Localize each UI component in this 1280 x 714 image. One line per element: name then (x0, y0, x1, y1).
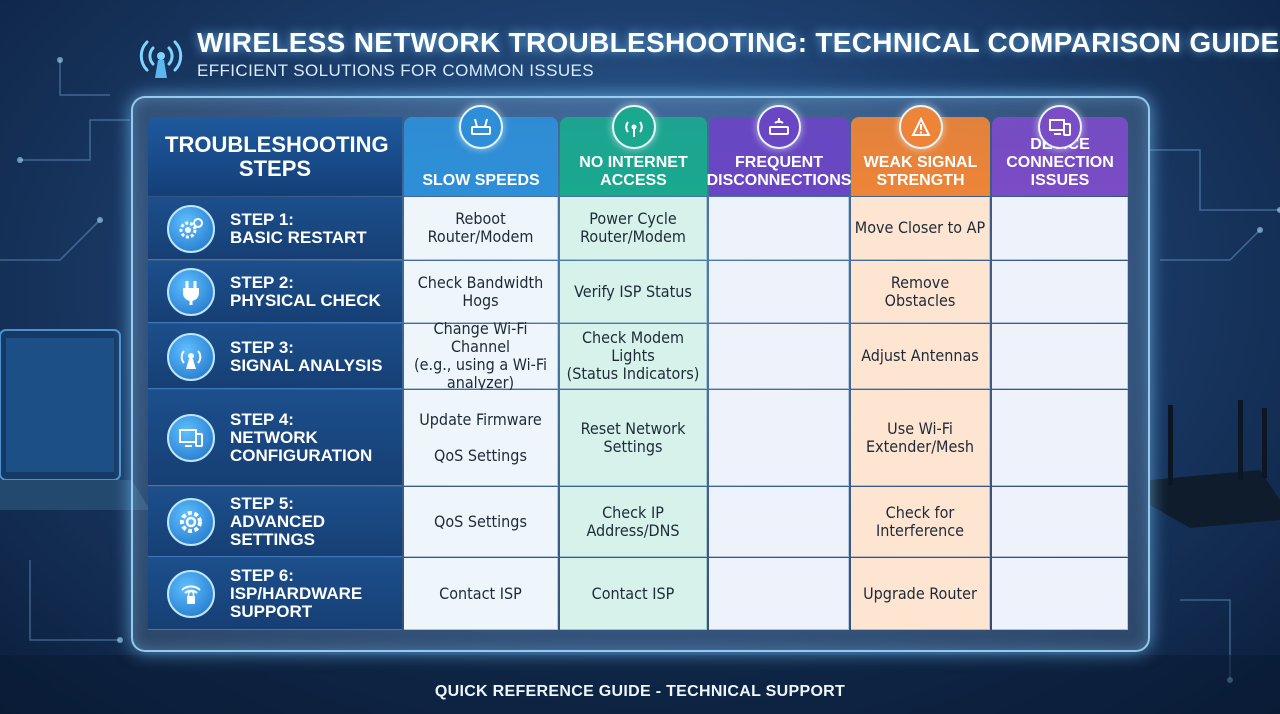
header: WIRELESS NETWORK TROUBLESHOOTING: TECHNI… (133, 26, 1279, 86)
table-cell-text: Contact ISP (591, 583, 675, 603)
table-cell (992, 261, 1128, 323)
table-cell (992, 390, 1128, 486)
table-cell-text: Change Wi-Fi Channel (e.g., using a Wi-F… (414, 319, 547, 392)
page-subtitle: EFFICIENT SOLUTIONS FOR COMMON ISSUES (197, 61, 595, 80)
table-cell: Power Cycle Router/Modem (560, 197, 707, 260)
table-cell (709, 197, 849, 260)
table-cell: Update Firmware QoS Settings (404, 390, 558, 486)
step-label: STEP 1: BASIC RESTART (230, 209, 367, 247)
table-cell: Reboot Router/Modem (404, 197, 558, 260)
table-cell: Contact ISP (404, 558, 558, 630)
steps-header-label: TROUBLESHOOTING STEPS (165, 131, 389, 181)
step-label: STEP 6: ISP/HARDWARE SUPPORT (230, 566, 363, 621)
gears-icon (167, 204, 215, 253)
table-cell: QoS Settings (404, 487, 558, 557)
step-row-6: STEP 6: ISP/HARDWARE SUPPORT (148, 558, 402, 630)
router-illustration (1150, 400, 1280, 528)
table-cell (709, 390, 849, 486)
table-cell-text: Use Wi-Fi Extender/Mesh (866, 418, 974, 456)
table-cell-text: Reboot Router/Modem (427, 209, 534, 246)
steps-header: TROUBLESHOOTING STEPS (148, 117, 402, 196)
column-header-1: SLOW SPEEDS (404, 105, 558, 196)
table-cell: Change Wi-Fi Channel (e.g., using a Wi-F… (404, 320, 558, 392)
table-cell (992, 487, 1128, 557)
table-cell-text: Contact ISP (439, 583, 522, 603)
wifi-lock-icon (167, 570, 215, 618)
table-cell-text: Power Cycle Router/Modem (580, 209, 686, 246)
table-cell: Contact ISP (560, 558, 707, 630)
monitor-devices-icon (167, 414, 215, 462)
table-cell-text: Check Bandwidth Hogs (417, 272, 544, 310)
wifi-tower-icon (139, 40, 183, 78)
antenna-warning-icon (898, 105, 943, 149)
page-title: WIRELESS NETWORK TROUBLESHOOTING: TECHNI… (197, 27, 1280, 58)
column-header-label: SLOW SPEEDS (422, 172, 540, 189)
table-cell: Adjust Antennas (851, 324, 990, 389)
router-icon (459, 105, 503, 149)
column-header-2: NO INTERNET ACCESS (560, 105, 707, 196)
column-header-label: FREQUENT DISCONNECTIONS (706, 154, 852, 189)
table-cell-text: Upgrade Router (863, 583, 977, 603)
laptop-illustration (0, 329, 150, 510)
table-cell-text: Move Closer to AP (854, 218, 986, 237)
table-cell (992, 197, 1128, 260)
table-cell-text: Check for Interference (875, 502, 965, 540)
table-cell-text: Check Modem Lights (Status Indicators) (566, 328, 700, 383)
gear-icon (167, 498, 215, 546)
table-cell: Check Modem Lights (Status Indicators) (560, 324, 707, 389)
table-cell-text: Reset Network Settings (580, 418, 686, 456)
step-row-4: STEP 4: NETWORK CONFIGURATION (148, 390, 402, 486)
table-cell: Check Bandwidth Hogs (404, 261, 558, 323)
table-cell-text: Verify ISP Status (574, 281, 692, 301)
step-label: STEP 2: PHYSICAL CHECK (230, 273, 381, 310)
footer-note: QUICK REFERENCE GUIDE - TECHNICAL SUPPOR… (434, 683, 846, 700)
step-row-1: STEP 1: BASIC RESTART (148, 197, 402, 260)
table-cell: Check for Interference (851, 487, 990, 557)
wifi-signal-icon (611, 105, 656, 149)
step-label: STEP 5: ADVANCED SETTINGS (230, 494, 326, 549)
column-header-5: DEVICE CONNECTION ISSUES (992, 105, 1128, 196)
table-cell: Move Closer to AP (851, 197, 990, 260)
column-header-label: WEAK SIGNAL STRENGTH (863, 154, 978, 189)
table-cell (709, 558, 849, 630)
router-warning-icon (757, 105, 801, 149)
step-row-2: STEP 2: PHYSICAL CHECK (148, 261, 402, 323)
table-cell: Upgrade Router (851, 558, 990, 630)
step-row-5: STEP 5: ADVANCED SETTINGS (148, 487, 402, 557)
table-cell-text: Update Firmware QoS Settings (419, 409, 542, 465)
step-label: STEP 3: SIGNAL ANALYSIS (230, 337, 383, 375)
table-cell (992, 324, 1128, 389)
table-cell-text: Check IP Address/DNS (586, 502, 680, 540)
table-cell: Use Wi-Fi Extender/Mesh (851, 390, 990, 486)
column-header-label: NO INTERNET ACCESS (579, 154, 688, 189)
table-cell (709, 324, 849, 389)
table-cell (992, 558, 1128, 630)
step-label: STEP 4: NETWORK CONFIGURATION (230, 410, 373, 465)
table-cell: Check IP Address/DNS (560, 487, 707, 557)
table-cell: Reset Network Settings (560, 390, 707, 486)
table-cell (709, 261, 849, 323)
table-cell: Verify ISP Status (560, 261, 707, 323)
table-cell-text: Adjust Antennas (861, 346, 979, 365)
signal-tower-icon (167, 332, 215, 381)
table-cell-text: QoS Settings (434, 511, 527, 531)
plug-icon (167, 268, 215, 316)
step-row-3: STEP 3: SIGNAL ANALYSIS (148, 324, 402, 389)
column-header-4: WEAK SIGNAL STRENGTH (851, 105, 990, 196)
devices-icon (1038, 105, 1082, 149)
column-header-3: FREQUENT DISCONNECTIONS (706, 105, 852, 196)
table-cell-text: Remove Obstacles (884, 272, 956, 310)
table-cell: Remove Obstacles (851, 261, 990, 323)
table-cell (709, 487, 849, 557)
